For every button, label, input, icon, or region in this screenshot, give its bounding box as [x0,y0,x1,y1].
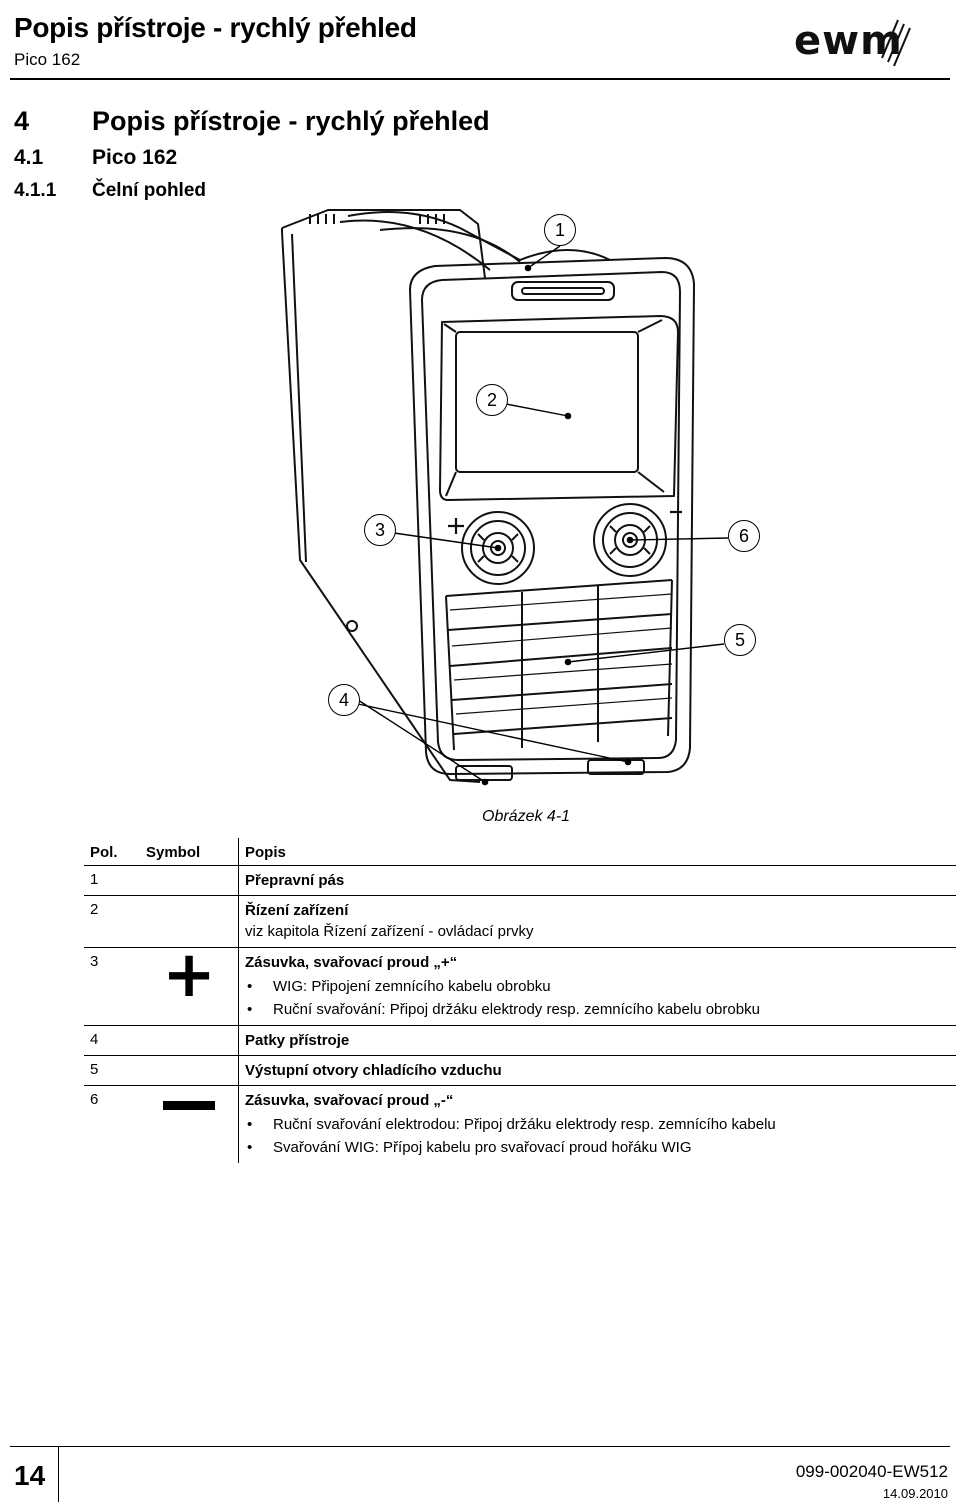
row-pos: 1 [84,865,140,896]
list-item: Ruční svařování: Připoj držáku elektrody… [245,998,950,1021]
table-row: 1 Přepravní pás [84,865,956,896]
row-title: Patky přístroje [245,1032,350,1049]
legend-header-row: Pol. Symbol Popis [84,838,956,866]
row-pos: 6 [84,1085,140,1163]
table-row: 6 Zásuvka, svařovací proud „-“ Ruční sva… [84,1085,956,1163]
table-row: 4 Patky přístroje [84,1025,956,1056]
section-number-2: 4.1 [14,146,44,169]
footer-vertical-divider [58,1446,59,1502]
figure-caption: Obrázek 4-1 [482,808,571,825]
section-title-3: Čelní pohled [92,180,206,201]
row-symbol [140,1025,239,1056]
callout-1: 1 [544,214,576,246]
row-pos: 3 [84,947,140,1026]
row-description: Přepravní pás [238,865,956,896]
minus-icon [163,1101,215,1110]
footer-divider [10,1446,950,1447]
page-header-subtitle: Pico 162 [14,50,81,69]
row-bullets: WIG: Připojení zemnícího kabelu obrobku … [245,975,950,1021]
row-symbol [140,865,239,896]
row-title: Zásuvka, svařovací proud „+“ [245,954,458,971]
row-pos: 2 [84,895,140,948]
section-number-1: 4 [14,106,30,136]
svg-text:ewm: ewm [794,18,903,64]
row-symbol: + [140,943,239,1026]
document-date: 14.09.2010 [882,1486,948,1501]
callout-3: 3 [364,514,396,546]
row-symbol [140,1055,239,1086]
row-bullets: Ruční svařování elektrodou: Připoj držák… [245,1113,950,1159]
section-title-1: Popis přístroje - rychlý přehled [92,106,490,136]
document-id: 099-002040-EW512 [795,1462,948,1481]
row-symbol [140,1085,239,1163]
list-item: Ruční svařování elektrodou: Připoj držák… [245,1113,950,1136]
page-header-title: Popis přístroje - rychlý přehled [14,12,417,43]
header-divider [10,78,950,80]
page-number: 14 [14,1460,46,1491]
row-description: Zásuvka, svařovací proud „-“ Ruční svařo… [238,1085,956,1163]
row-title: Zásuvka, svařovací proud „-“ [245,1092,454,1109]
section-title-2: Pico 162 [92,146,178,169]
row-title: Přepravní pás [245,872,345,889]
legend-table: Pol. Symbol Popis 1 Přepravní pás 2 Říze… [84,838,956,1163]
device-front-view-figure: 1 2 3 6 5 4 [270,200,770,800]
row-subtext: viz kapitola Řízení zařízení - ovládací … [245,923,534,940]
callout-5: 5 [724,624,756,656]
row-description: Výstupní otvory chladícího vzduchu [238,1055,956,1086]
row-pos: 4 [84,1025,140,1056]
header-description: Popis [238,838,956,866]
callout-4: 4 [328,684,360,716]
callout-2: 2 [476,384,508,416]
row-title: Řízení zařízení [245,902,349,919]
row-description: Patky přístroje [238,1025,956,1056]
header-pos: Pol. [84,838,140,866]
row-symbol [140,895,239,948]
row-description: Řízení zařízení viz kapitola Řízení zaří… [238,895,956,948]
header-symbol: Symbol [140,838,239,866]
row-title: Výstupní otvory chladícího vzduchu [245,1062,502,1079]
table-row: 5 Výstupní otvory chladícího vzduchu [84,1055,956,1086]
callout-6: 6 [728,520,760,552]
ewm-logo: ewm [794,18,911,67]
row-pos: 5 [84,1055,140,1086]
row-description: Zásuvka, svařovací proud „+“ WIG: Připoj… [238,947,956,1026]
plus-icon: + [162,938,216,1012]
table-row: 2 Řízení zařízení viz kapitola Řízení za… [84,895,956,948]
welding-machine-drawing [281,209,729,786]
list-item: Svařování WIG: Přípoj kabelu pro svařova… [245,1136,950,1159]
list-item: WIG: Připojení zemnícího kabelu obrobku [245,975,950,998]
section-number-3: 4.1.1 [14,180,57,201]
table-row: 3 + Zásuvka, svařovací proud „+“ WIG: Př… [84,943,956,1026]
